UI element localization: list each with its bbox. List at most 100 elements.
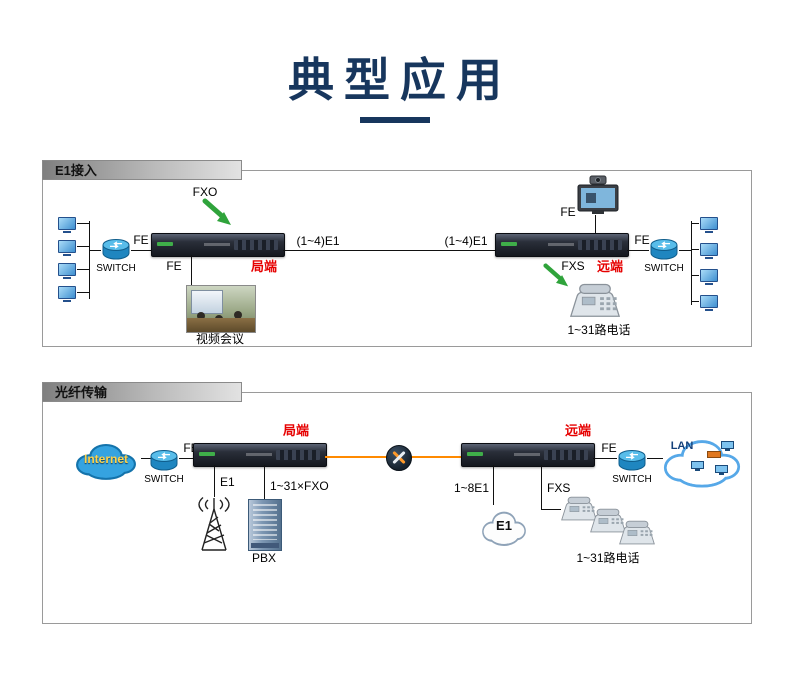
fe-label: FE [560, 205, 576, 219]
connection-line [131, 250, 151, 251]
fe-label: FE [133, 233, 149, 247]
local-end-label: 局端 [282, 423, 309, 438]
switch-icon [150, 450, 178, 471]
pbx-detail [253, 504, 277, 540]
computer-icon [699, 243, 719, 260]
connection-line [493, 465, 494, 505]
device-detail [514, 453, 540, 456]
fe-label: FE [601, 441, 617, 455]
fe-label: FE [634, 233, 650, 247]
lan-label: LAN [670, 440, 694, 452]
local-device [151, 233, 285, 257]
e1-label: E1 [220, 475, 235, 489]
connection-line [77, 292, 89, 293]
local-end-label: 局端 [250, 259, 277, 274]
connection-line [141, 458, 151, 459]
e1-cloud-icon: E1 [477, 505, 531, 547]
local-device [193, 443, 327, 467]
computer-icon [691, 461, 704, 471]
connection-line [691, 301, 699, 302]
connection-line [77, 223, 89, 224]
green-arrow-icon [202, 198, 231, 225]
connection-line [593, 458, 617, 459]
switch-icon [102, 239, 130, 260]
connection-line [179, 458, 193, 459]
computer-icon [699, 295, 719, 312]
device-detail [246, 453, 272, 456]
connection-line [691, 275, 699, 276]
computer-icon [699, 217, 719, 234]
connection-line [679, 250, 691, 251]
phone-count-label: 1~31路电话 [576, 551, 640, 565]
connection-line [77, 246, 89, 247]
connection-line [691, 249, 699, 250]
video-terminal-icon [577, 175, 619, 214]
computer-icon [57, 263, 77, 280]
e1-trunk-line [283, 250, 495, 251]
computer-icon [57, 286, 77, 303]
connection-line [191, 255, 192, 285]
section-fiber-transmission: 光纤传输 Internet [42, 382, 752, 624]
connection-line [264, 465, 265, 499]
internet-cloud-icon: Internet [69, 437, 143, 481]
connection-line [77, 269, 89, 270]
connection-line [541, 509, 561, 510]
bus-line [89, 221, 90, 299]
hub-icon [707, 451, 721, 458]
phone-count-label: 1~31路电话 [567, 323, 631, 337]
computer-icon [57, 217, 77, 234]
lan-cloud-icon: LAN [655, 431, 749, 489]
section-e1-access: E1接入 SWITCH FE 局端 [42, 160, 752, 347]
switch-label: SWITCH [644, 263, 684, 274]
remote-end-label: 远端 [596, 259, 623, 274]
connection-line [214, 465, 215, 497]
computer-icon [57, 240, 77, 257]
fe-label: FE [166, 259, 182, 273]
device-detail [204, 243, 230, 246]
antenna-tower-icon [198, 496, 230, 551]
computer-icon [699, 269, 719, 286]
device-detail [467, 452, 483, 456]
device-detail [501, 242, 517, 246]
e1-cloud-label: E1 [496, 518, 512, 533]
switch-icon [618, 450, 646, 471]
computer-icon [721, 441, 734, 451]
remote-device [495, 233, 629, 257]
switch-label: SWITCH [612, 474, 652, 485]
device-detail [157, 242, 173, 246]
pbx-cabinet-icon [248, 499, 282, 551]
device-detail [578, 240, 622, 250]
fxo-count-label: 1~31×FXO [270, 479, 329, 493]
connection-line [627, 250, 649, 251]
title-underline [360, 117, 430, 123]
remote-end-label: 远端 [564, 423, 591, 438]
connection-line [647, 458, 663, 459]
device-detail [548, 243, 574, 246]
device-detail [544, 450, 588, 460]
switch-label: SWITCH [144, 474, 184, 485]
video-conference-image [186, 285, 256, 333]
computer-icon [715, 465, 728, 475]
bus-line [691, 221, 692, 305]
photo-detail [187, 318, 255, 332]
connection-line [541, 465, 542, 509]
device-detail [276, 450, 320, 460]
internet-label: Internet [83, 452, 128, 466]
photo-detail [197, 312, 205, 320]
switch-icon [650, 239, 678, 260]
device-detail [234, 240, 278, 250]
telephone-icon [561, 496, 597, 521]
fiber-connector-icon [386, 445, 412, 471]
section-fiber-tab: 光纤传输 [42, 382, 242, 402]
telephone-icon [569, 283, 621, 317]
remote-device [461, 443, 595, 467]
video-conference-label: 视频会议 [195, 332, 244, 346]
telephone-icon [590, 508, 626, 533]
e1-link-label: (1~4)E1 [444, 234, 488, 248]
e1-link-label: (1~4)E1 [296, 234, 340, 248]
switch-label: SWITCH [96, 263, 136, 274]
e1-group-label: 1~8E1 [453, 481, 489, 495]
fxo-label: FXO [192, 185, 218, 199]
page-title: 典型应用 [288, 54, 512, 106]
